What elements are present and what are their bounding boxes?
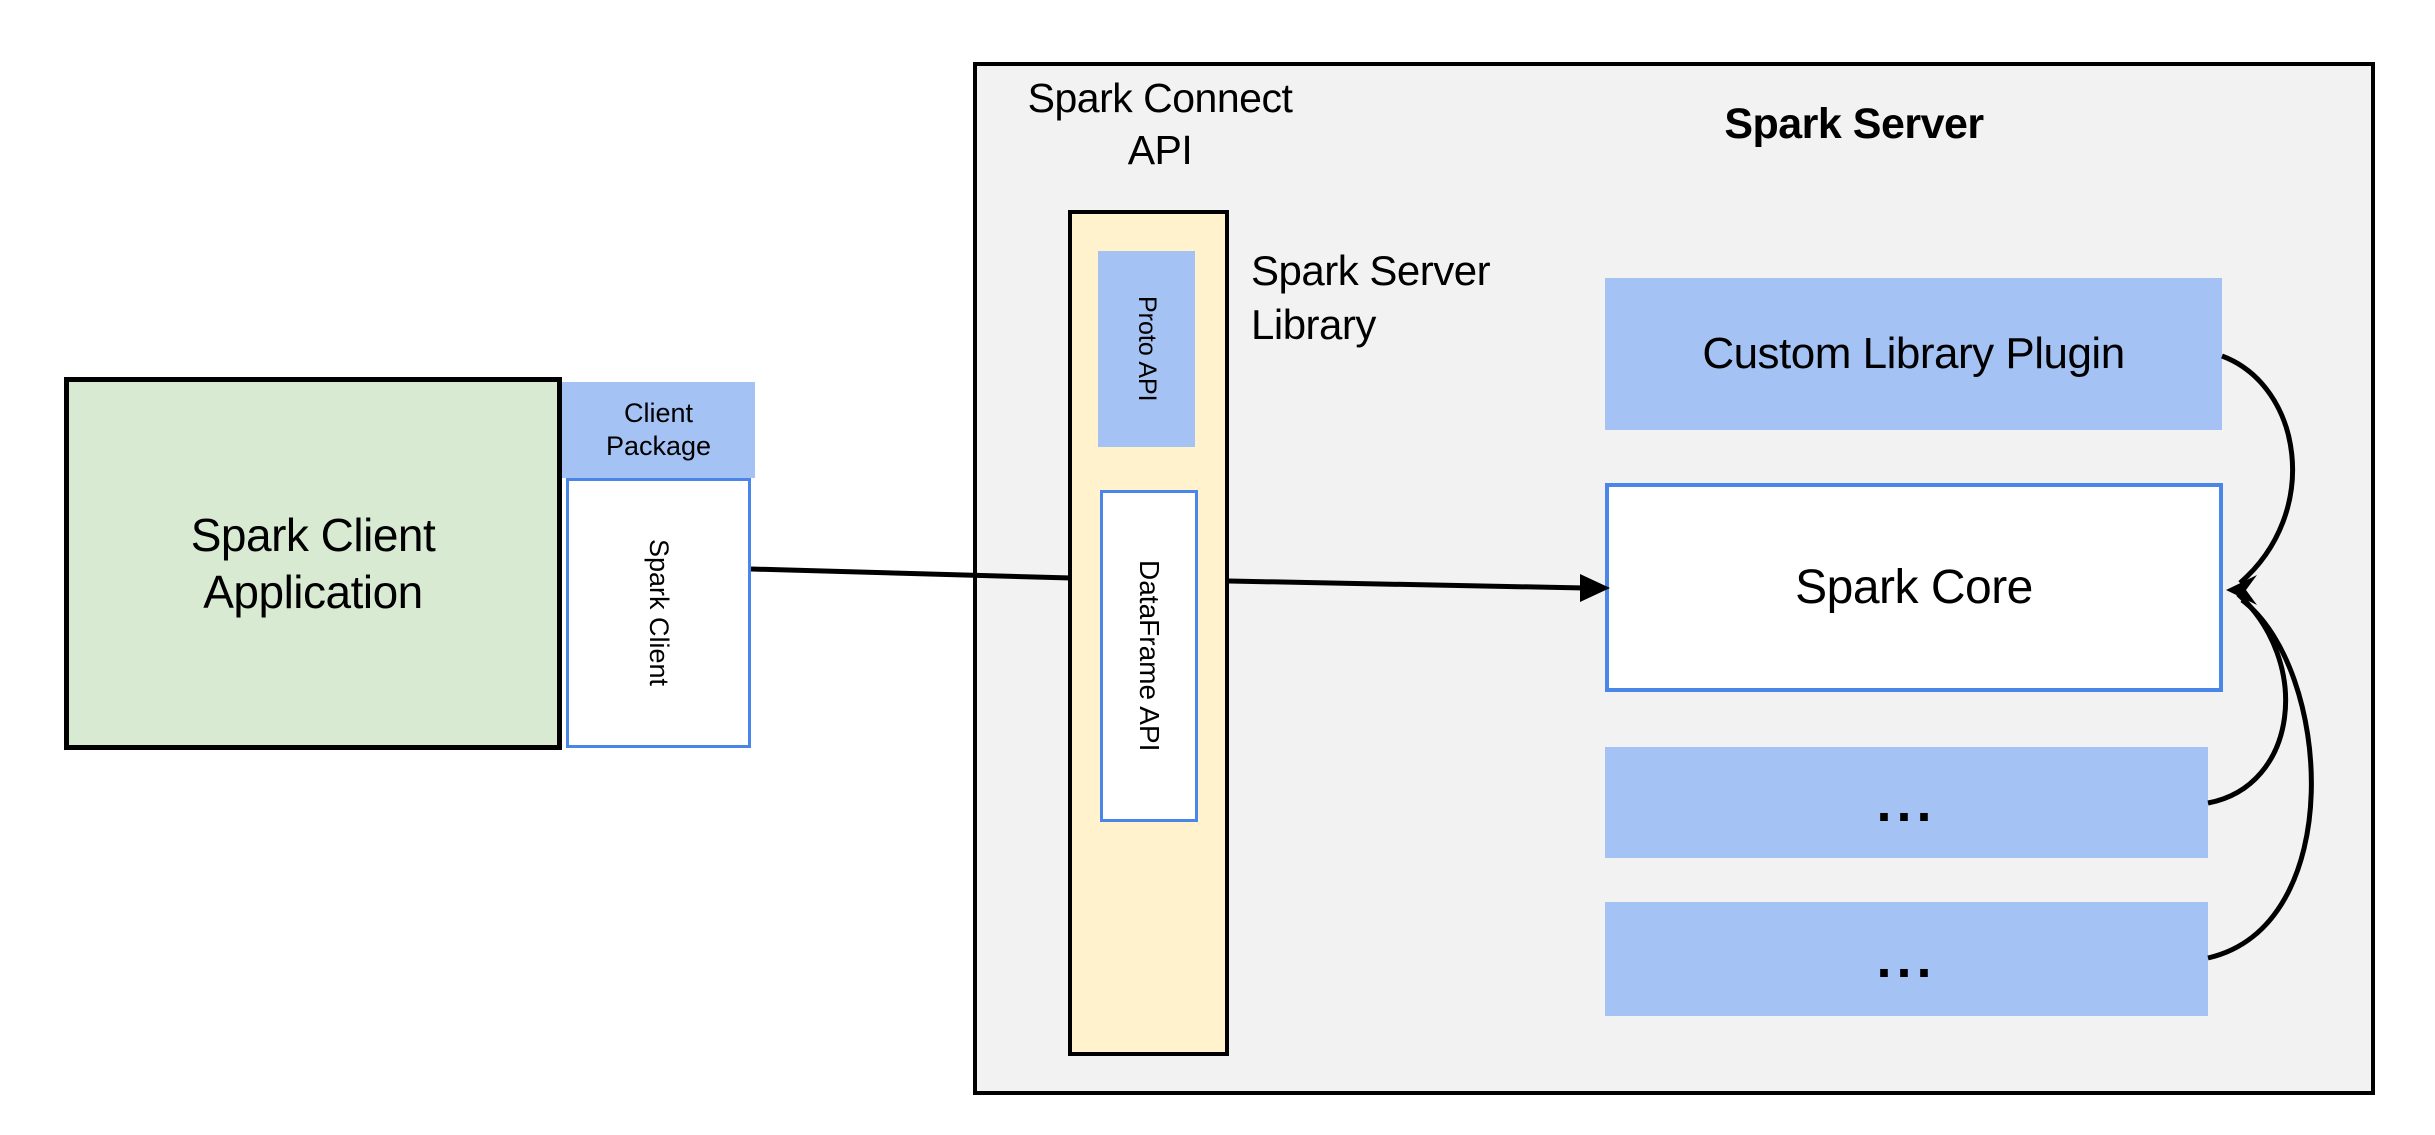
proto-api-label: Proto API (1133, 296, 1161, 402)
custom-library-plugin-box: Custom Library Plugin (1605, 278, 2222, 430)
client-package-box: Client Package (562, 382, 755, 478)
spark-server-library-label: Spark Server Library (1251, 247, 1491, 348)
spark-client-box: Spark Client (566, 478, 751, 748)
spark-core-box: Spark Core (1605, 483, 2223, 692)
server-module-box-1: ... (1605, 747, 2208, 858)
dataframe-api-box: DataFrame API (1100, 490, 1198, 822)
proto-api-box: Proto API (1098, 251, 1195, 447)
spark-client-application-box: Spark Client Application (64, 377, 562, 750)
dataframe-api-label: DataFrame API (1134, 560, 1165, 752)
server-module-box-2: ... (1605, 902, 2208, 1016)
spark-connect-api-label: Spark Connect API (1027, 75, 1293, 173)
spark-client-label: Spark Client (644, 539, 674, 687)
spark-server-title: Spark Server (1724, 100, 1984, 148)
